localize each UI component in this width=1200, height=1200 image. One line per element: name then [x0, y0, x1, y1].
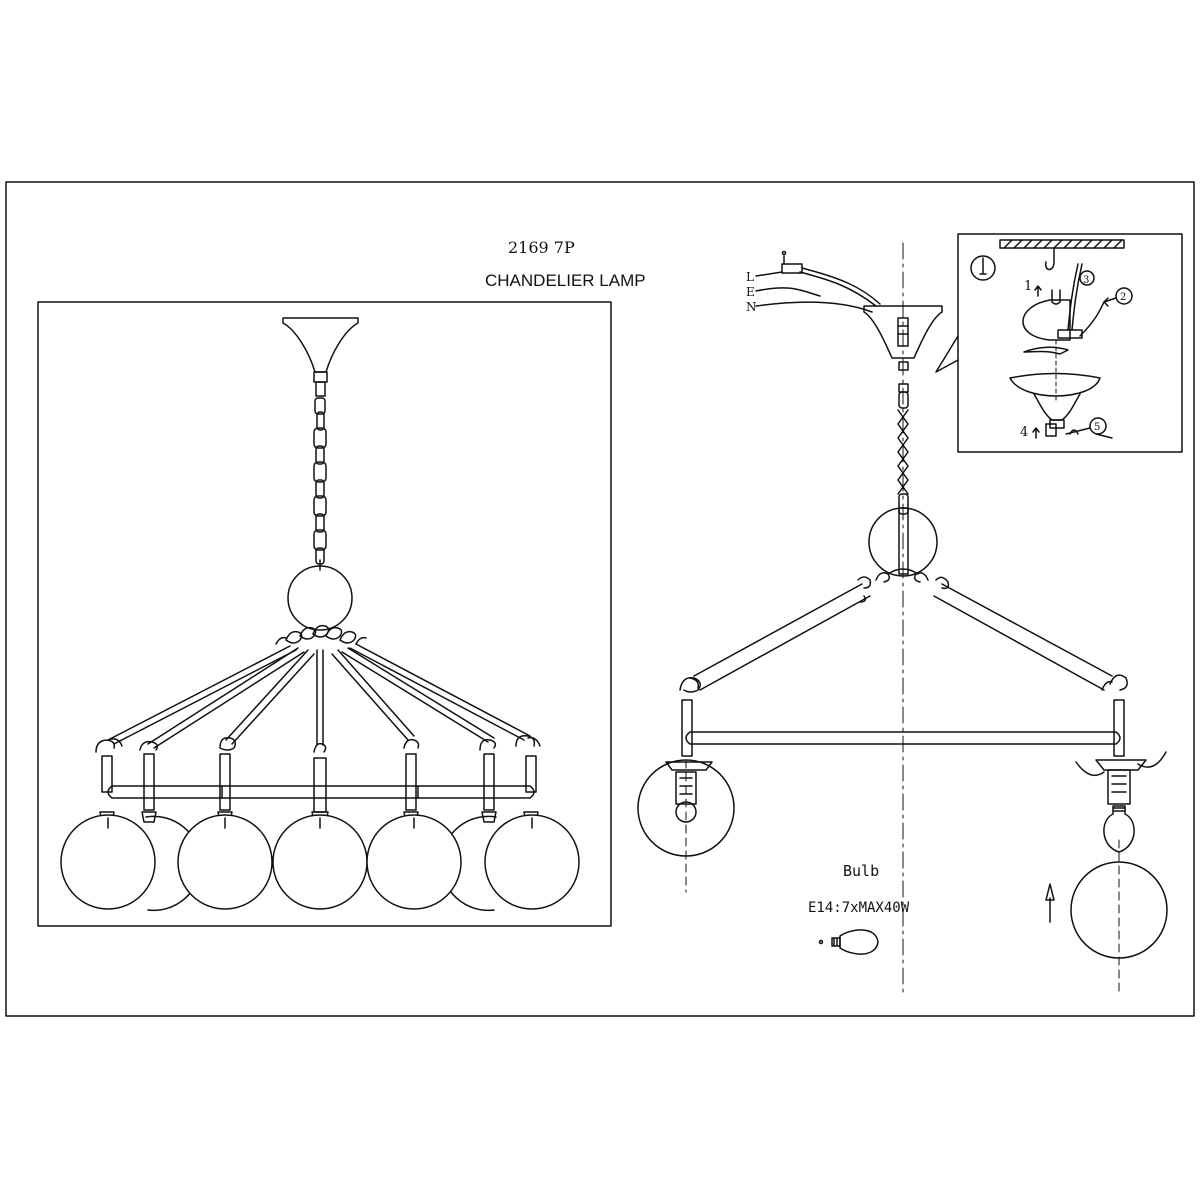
callout-pointer — [935, 335, 959, 373]
wire-label-e: E — [746, 285, 755, 299]
front-view-frame — [37, 301, 612, 927]
center-sphere — [287, 565, 353, 631]
up-arrow-icon — [1045, 883, 1055, 923]
globe — [272, 814, 368, 910]
right-arm — [933, 583, 1113, 691]
globe-socket-ticks — [107, 817, 533, 829]
inset-frame — [957, 233, 1183, 453]
step-2: 2 — [1120, 292, 1126, 303]
right-globe-exploded — [1045, 751, 1168, 997]
bulb-spec: E14:7xMAX40W — [808, 900, 910, 916]
left-arm — [693, 583, 871, 691]
screwdriver-callout — [970, 255, 996, 281]
socket-holders — [101, 753, 537, 813]
ceiling-hook-icon — [1045, 247, 1055, 271]
chain — [313, 397, 327, 565]
horizontal-bar — [107, 785, 535, 799]
sheet-frame — [5, 181, 1195, 1017]
supply-wires — [755, 267, 881, 313]
side-horizontal-bar — [685, 731, 1121, 745]
installation-inset: 1 3 2 4 5 — [935, 233, 1183, 453]
wire-label-n: N — [746, 300, 757, 314]
arm-hooks — [95, 734, 541, 753]
bulb-icon — [818, 929, 879, 955]
globe — [366, 814, 462, 910]
globe — [60, 814, 156, 910]
side-canopy — [863, 305, 943, 359]
globe — [484, 814, 580, 910]
front-view — [37, 301, 612, 927]
arms — [107, 643, 531, 749]
globes — [60, 814, 580, 910]
inset-canopy — [1009, 372, 1101, 397]
model-number: 2169 7P — [508, 238, 575, 257]
exploded-bulb — [1103, 805, 1135, 853]
left-globe-assembly — [637, 759, 735, 893]
step-5: 5 — [1094, 422, 1100, 433]
hub-hooks — [275, 624, 367, 645]
globe — [177, 814, 273, 910]
step-3: 3 — [1083, 275, 1089, 286]
terminal-block — [781, 263, 803, 274]
side-chain — [897, 391, 909, 515]
wire-label-l: L — [746, 270, 754, 284]
bulb-label: Bulb — [843, 862, 879, 880]
step-1: 1 — [1024, 279, 1032, 294]
step-4: 4 — [1020, 425, 1028, 440]
canopy — [282, 317, 359, 373]
product-title: CHANDELIER LAMP — [485, 271, 646, 290]
side-view: L E N — [637, 242, 1168, 997]
